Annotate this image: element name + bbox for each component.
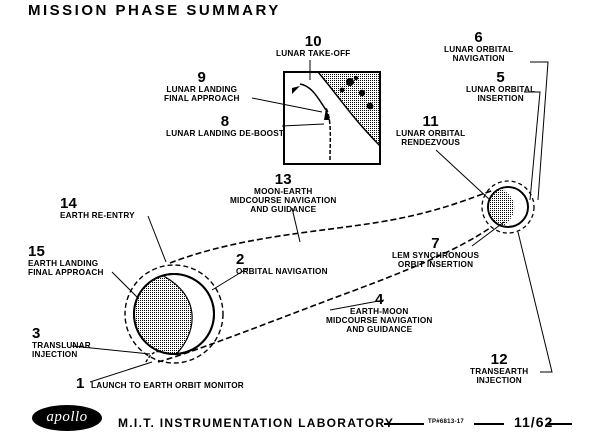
leader-3	[71, 345, 151, 355]
lunar-parking-orbit	[481, 180, 535, 234]
phase-10: 10 LUNAR TAKE-OFF	[276, 34, 351, 58]
diagram-title: MISSION PHASE SUMMARY	[28, 2, 281, 19]
phase-number: 5	[496, 69, 505, 86]
leader-1	[89, 361, 153, 383]
phase-text: LAUNCH TO EARTH ORBIT MONITOR	[91, 381, 244, 390]
phase-number: 13	[274, 171, 292, 188]
phase-8: 8 LUNAR LANDING DE-BOOST	[166, 114, 284, 138]
phase-text: EARTH RE-ENTRY	[60, 211, 135, 220]
leader-8	[281, 123, 325, 127]
translunar-trajectory	[157, 189, 495, 363]
lab-name: M.I.T. INSTRUMENTATION LABORATORY	[118, 416, 395, 430]
phase-number: 1	[76, 375, 85, 392]
apollo-logo-text: apollo	[46, 409, 88, 425]
earth	[133, 273, 215, 355]
leader-7	[471, 221, 505, 247]
phase-2: 2 ORBITAL NAVIGATION	[236, 252, 328, 276]
phase-number: 10	[304, 33, 322, 50]
phase-number: 8	[220, 113, 230, 130]
leader-6	[530, 61, 549, 201]
phase-text: ORBITAL NAVIGATION	[236, 267, 328, 276]
launch-arc	[145, 350, 161, 363]
leader-9	[251, 97, 323, 113]
phase-number: 4	[374, 291, 384, 308]
phase-text: LUNAR LANDING DE-BOOST	[166, 129, 285, 138]
leader-14	[147, 215, 167, 263]
earth-parking-orbit	[124, 264, 224, 364]
leader-lines	[71, 60, 553, 383]
lunar-landing-inset	[283, 71, 381, 165]
leader-11	[435, 149, 491, 201]
phase-number: 12	[490, 351, 508, 368]
leader-4	[329, 299, 385, 311]
phase-number: 2	[236, 251, 245, 268]
apollo-logo: apollo	[32, 405, 102, 431]
phase-1: 1 LAUNCH TO EARTH ORBIT MONITOR	[76, 376, 244, 391]
phase-number: 11	[422, 113, 439, 130]
phase-number: 7	[431, 235, 440, 252]
leader-15	[111, 271, 139, 299]
phase-number: 3	[32, 325, 41, 342]
document-date: 11/62	[514, 414, 554, 430]
phase-number: 14	[60, 195, 78, 212]
phase-number: 9	[197, 69, 207, 86]
phase-text: LUNAR TAKE-OFF	[276, 49, 351, 58]
document-code: TP#6813-17	[428, 419, 465, 425]
phase-14: 14 EARTH RE-ENTRY	[60, 196, 135, 220]
leader-13	[291, 207, 301, 243]
phase-number: 15	[28, 243, 46, 260]
leader-2	[211, 267, 249, 291]
phase-number: 6	[474, 29, 483, 46]
leader-12	[517, 231, 553, 373]
leader-5	[524, 91, 541, 201]
